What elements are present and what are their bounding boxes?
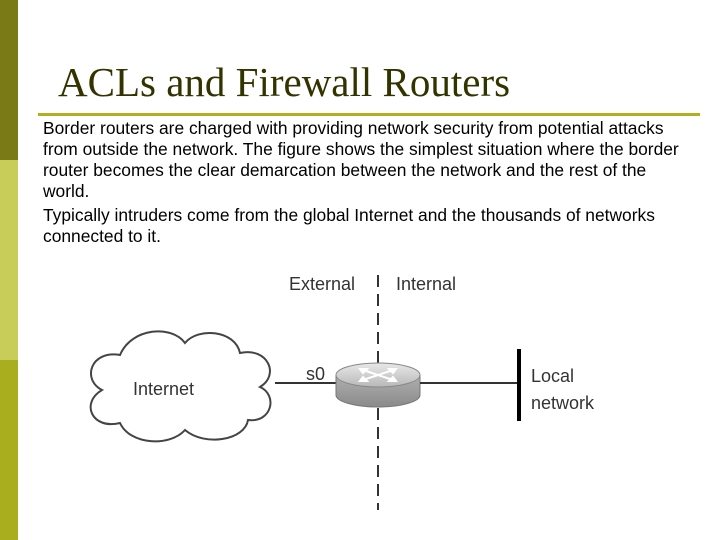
interface-label-s0: s0 <box>306 364 325 384</box>
sidebar-segment-middle <box>0 160 18 360</box>
network-diagram: External Internal Internet s0 Local netw… <box>89 274 595 510</box>
sidebar-segment-top <box>0 0 18 160</box>
body-paragraph-2: Typically intruders come from the global… <box>43 205 655 246</box>
title-underline <box>38 113 700 116</box>
cloud-icon <box>89 330 272 443</box>
local-network-label-line2: network <box>531 393 595 413</box>
body-paragraph-1: Border routers are charged with providin… <box>43 118 679 201</box>
local-network-label-line1: Local <box>531 366 574 386</box>
slide-title: ACLs and Firewall Routers <box>58 59 511 105</box>
router-icon <box>335 362 421 408</box>
sidebar-segment-bottom <box>0 360 18 540</box>
external-label: External <box>289 274 355 294</box>
internal-label: Internal <box>396 274 456 294</box>
sidebar-accent <box>0 0 18 540</box>
internet-label: Internet <box>133 379 194 399</box>
